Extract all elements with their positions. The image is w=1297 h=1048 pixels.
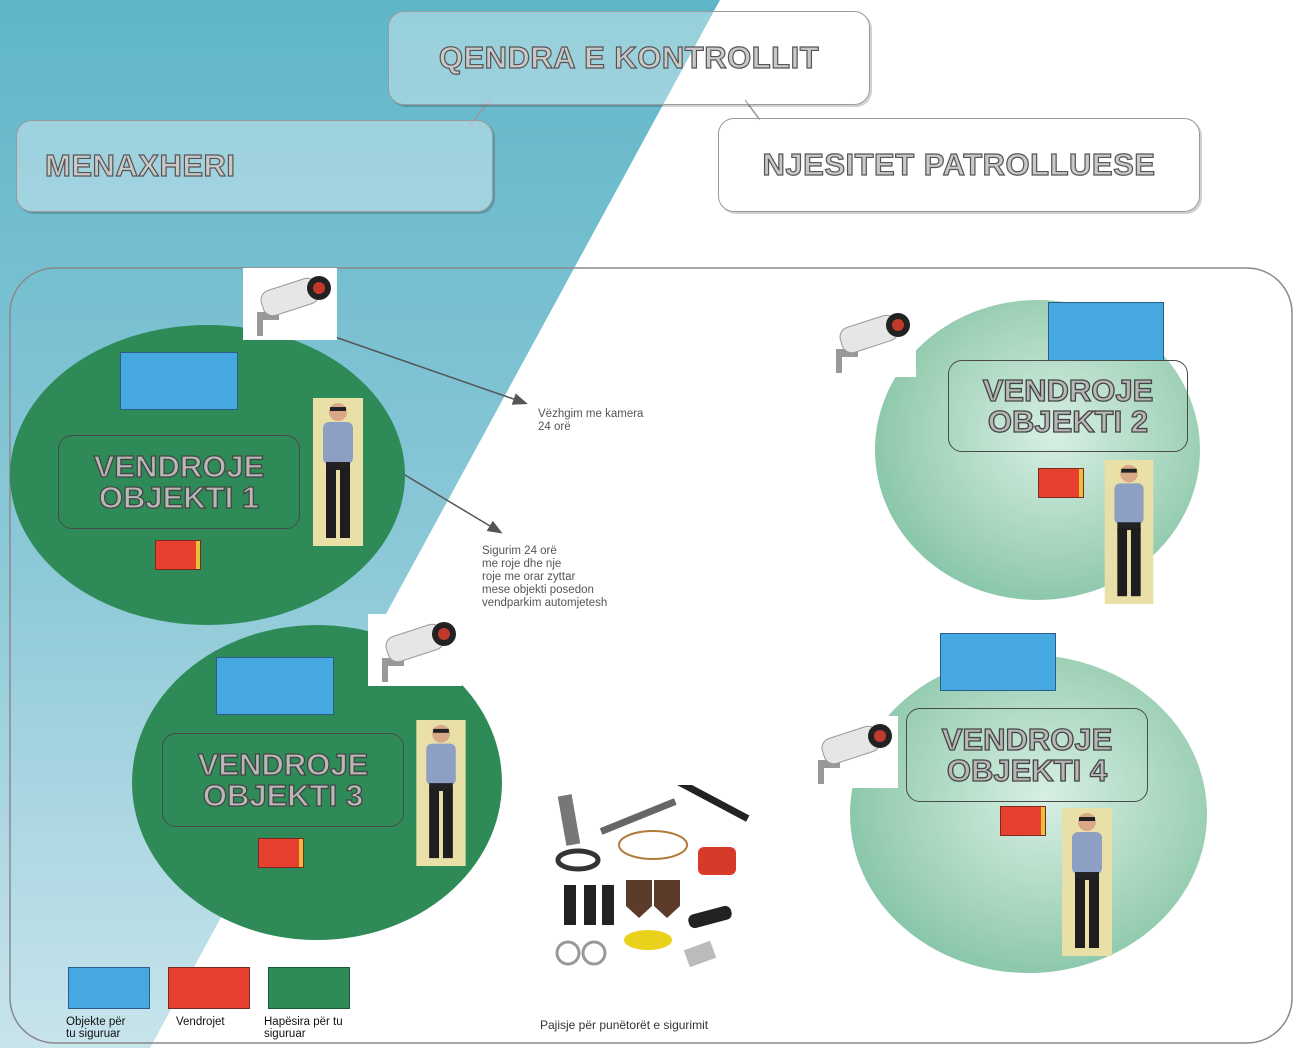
security-equipment-photo [555, 785, 750, 968]
guard-post-3 [258, 838, 304, 868]
security-guard-photo [1104, 460, 1154, 604]
site-label-3-line1: VENDROJE [197, 747, 369, 782]
manager-box: MENAXHERI [16, 120, 493, 212]
guard-post-1 [155, 540, 201, 570]
site-label-2-line2: OBJEKTI 2 [987, 404, 1149, 439]
site-label-1-line2: OBJEKTI 1 [98, 480, 260, 515]
patrol-units-title: NJESITET PATROLLUESE [762, 146, 1156, 182]
guard-post-4 [1000, 806, 1046, 836]
legend-swatch-guard-posts [168, 967, 250, 1009]
site-label-1-line1: VENDROJE [93, 449, 265, 484]
protected-object-2 [1048, 302, 1164, 361]
protected-object-3 [216, 657, 334, 715]
site-label-4-line1: VENDROJE [941, 722, 1113, 757]
security-coverage-note: Sigurim 24 orë me roje dhe nje roje me o… [482, 545, 608, 609]
legend-label-protected-objects: Objekte për tu siguruar [66, 1016, 126, 1040]
security-camera-icon [822, 305, 916, 377]
protected-object-1 [120, 352, 238, 410]
security-arrow [394, 468, 503, 534]
camera-arrow [334, 336, 528, 405]
security-guard-photo [1062, 808, 1112, 956]
operations-area-frame [9, 267, 1293, 1044]
legend-swatch-secured-area [268, 967, 350, 1009]
legend-label-secured-area: Hapësira për tu siguruar [264, 1016, 343, 1040]
site-label-2-line1: VENDROJE [982, 373, 1154, 408]
security-camera-icon [804, 716, 898, 788]
security-guard-photo [313, 398, 363, 546]
control-center-box: QENDRA E KONTROLLIT [388, 11, 870, 105]
protected-object-4 [940, 633, 1056, 691]
site-label-4-line2: OBJEKTI 4 [946, 753, 1108, 788]
equipment-caption: Pajisje për punëtorët e sigurimit [540, 1018, 709, 1032]
security-camera-icon [368, 614, 462, 686]
manager-title: MENAXHERI [44, 147, 236, 183]
camera-surveillance-note: Vëzhgim me kamera 24 orë [538, 408, 644, 433]
patrol-units-box: NJESITET PATROLLUESE [718, 118, 1200, 212]
connector-control-patrol [744, 99, 761, 121]
legend-swatch-protected-objects [68, 967, 150, 1009]
guard-post-2 [1038, 468, 1084, 498]
security-guard-photo [416, 720, 466, 866]
site-label-3-line2: OBJEKTI 3 [202, 778, 364, 813]
security-camera-icon [243, 268, 337, 340]
legend-label-guard-posts: Vendrojet [176, 1016, 225, 1028]
control-center-title: QENDRA E KONTROLLIT [438, 39, 820, 75]
